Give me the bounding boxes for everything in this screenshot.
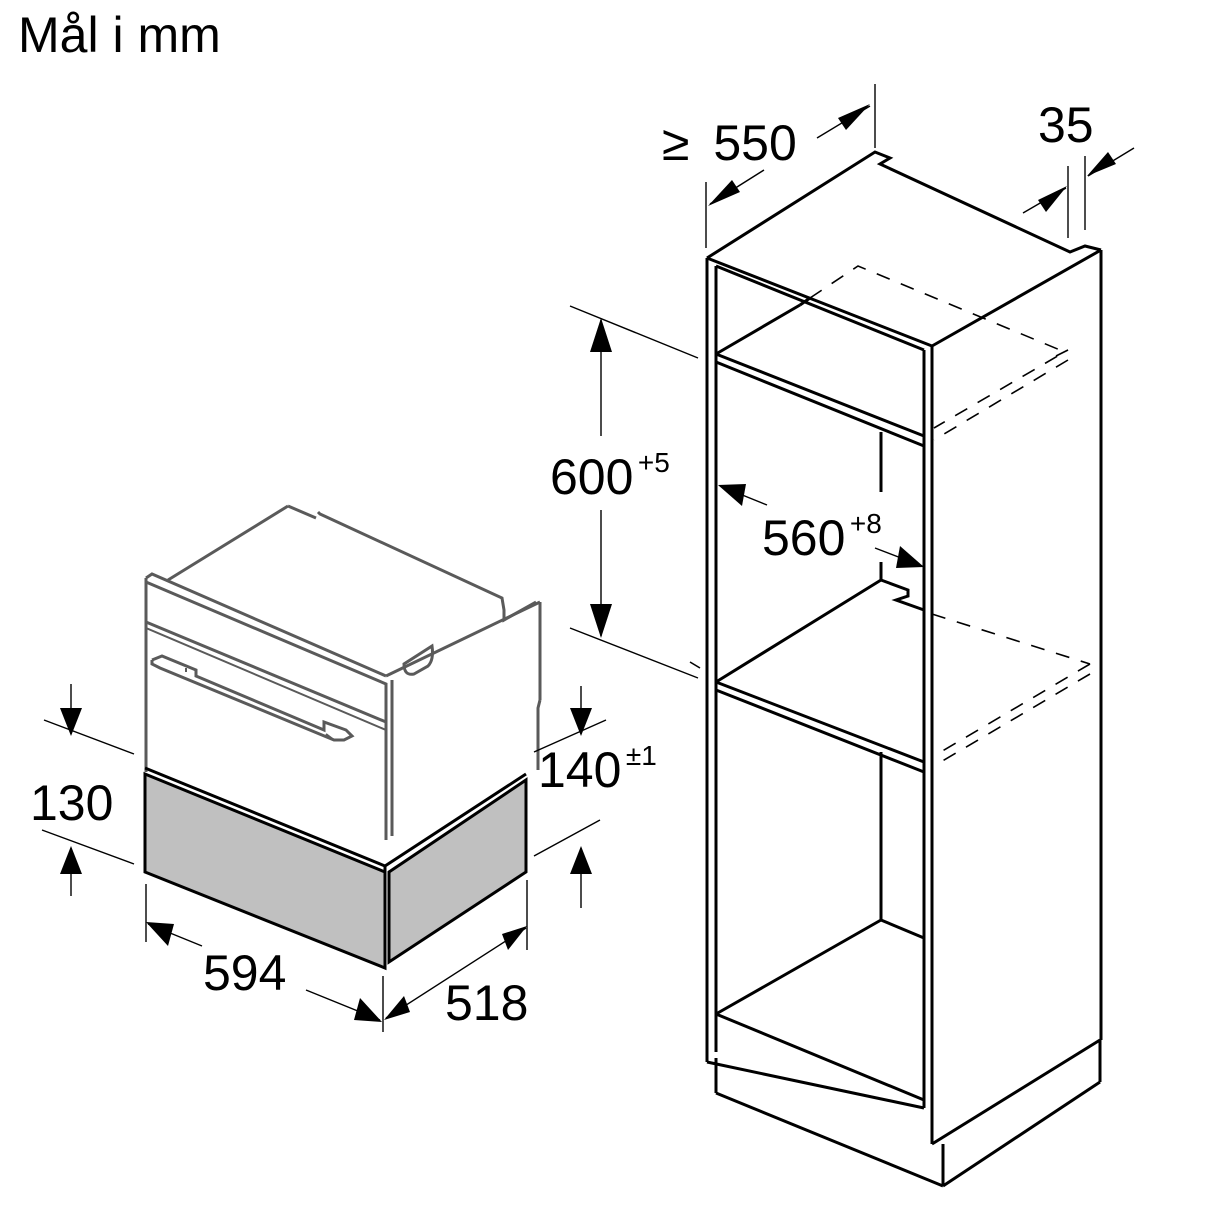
dimension-value: 35 xyxy=(1038,97,1094,153)
dimension-tolerance: +5 xyxy=(638,447,670,478)
dimension-drawer-depth: 518 xyxy=(384,880,528,1031)
dimension-value: 550 xyxy=(713,115,796,171)
tall-cabinet xyxy=(689,150,1103,1188)
svg-text:140 ±1: 140 ±1 xyxy=(538,740,657,798)
dimension-niche-height: 600 +5 xyxy=(550,305,699,679)
svg-text:560 +8: 560 +8 xyxy=(762,508,882,566)
warming-drawer xyxy=(143,766,528,971)
dimension-drawer-height-front: 130 xyxy=(30,684,135,896)
dimension-value: 130 xyxy=(30,775,113,831)
dimension-value: 594 xyxy=(203,945,286,1001)
hidden-shelf-lower xyxy=(689,613,1091,767)
page-title: Mål i mm xyxy=(18,7,221,63)
dimension-tolerance: +8 xyxy=(850,508,882,539)
dimension-niche-width: 560 +8 xyxy=(718,484,924,568)
hidden-shelf-upper xyxy=(809,265,1069,441)
dimension-back-gap: 35 xyxy=(1022,97,1135,238)
dimension-tolerance: ±1 xyxy=(626,740,657,771)
dimension-value: 518 xyxy=(445,975,528,1031)
dimension-value: 140 xyxy=(538,742,621,798)
dimension-prefix: ≥ xyxy=(662,115,689,171)
dimension-value: 600 xyxy=(550,449,633,505)
svg-text:600 +5: 600 +5 xyxy=(550,447,670,505)
dimension-cabinet-depth: ≥ 550 xyxy=(662,84,876,248)
svg-text:≥ 550: ≥ 550 xyxy=(662,115,797,171)
dimension-drawer-width: 594 xyxy=(145,884,384,1032)
dimension-drawer-height-side: 140 ±1 xyxy=(533,686,657,908)
compact-appliance xyxy=(144,504,542,840)
dimension-value: 560 xyxy=(762,510,845,566)
